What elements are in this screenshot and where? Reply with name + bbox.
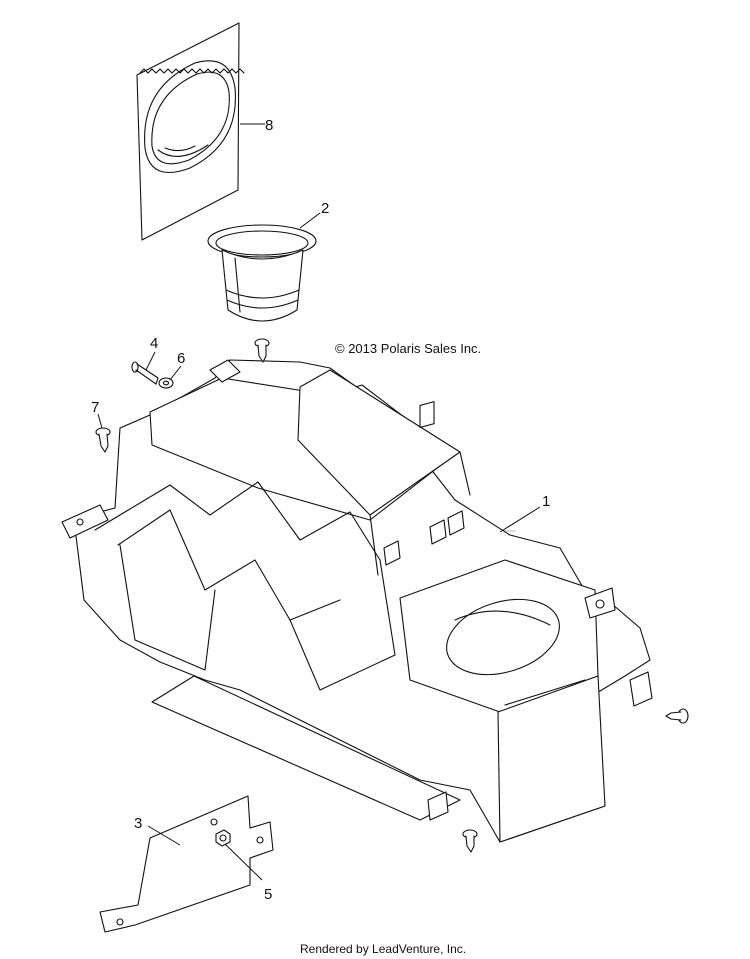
part-8-decal-sheet bbox=[136, 22, 245, 241]
callout-labels: 8 2 4 6 7 1 3 5 bbox=[91, 117, 550, 903]
push-rivet-top bbox=[254, 338, 270, 363]
callout-2: 2 bbox=[321, 200, 329, 217]
part-6-washer bbox=[158, 377, 174, 389]
callout-1: 1 bbox=[542, 493, 550, 510]
copyright-notice: © 2013 Polaris Sales Inc. bbox=[335, 341, 481, 356]
part-2-cup-holder bbox=[207, 224, 317, 322]
callout-6: 6 bbox=[177, 350, 185, 367]
callout-3: 3 bbox=[134, 815, 142, 832]
callout-4: 4 bbox=[150, 335, 158, 352]
push-rivet-bottom bbox=[462, 829, 478, 853]
callout-8: 8 bbox=[265, 117, 273, 134]
callout-7: 7 bbox=[91, 399, 99, 416]
push-rivet-right bbox=[665, 708, 689, 724]
part-5-screw bbox=[215, 829, 231, 847]
part-1-console-housing bbox=[61, 359, 653, 843]
part-4-bolt bbox=[131, 361, 159, 385]
footer-credit: Rendered by LeadVenture, Inc. bbox=[300, 942, 466, 956]
leader-lines bbox=[97, 123, 541, 881]
part-7-push-rivet bbox=[95, 427, 111, 453]
part-3-bracket bbox=[99, 795, 274, 933]
callout-5: 5 bbox=[264, 886, 272, 903]
